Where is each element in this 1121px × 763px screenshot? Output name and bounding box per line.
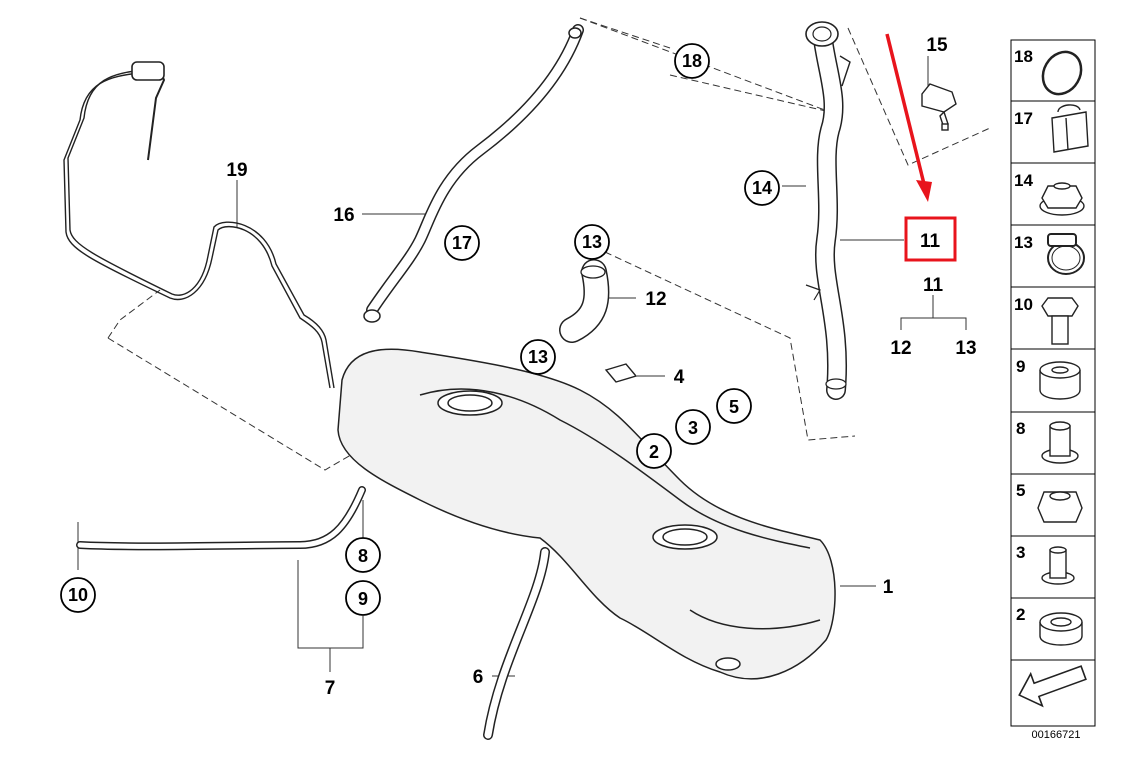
sidebar-label-8: 8 <box>1016 419 1025 438</box>
callout-13-lower-text: 13 <box>528 347 548 367</box>
sidebar-item-5[interactable]: 5 <box>1016 481 1083 523</box>
sidebar-label-14: 14 <box>1014 171 1033 190</box>
rubber-grommet-icon <box>1039 612 1083 646</box>
callout-13-upper[interactable]: 13 <box>574 224 610 260</box>
callout-18-text: 18 <box>682 51 702 71</box>
spacer-sleeve-icon <box>1041 421 1079 464</box>
tank-strap-part-2 <box>483 547 550 740</box>
hex-bolt-icon <box>1041 297 1079 345</box>
callout-10[interactable]: 10 <box>60 577 96 613</box>
callout-14[interactable]: 14 <box>744 170 780 206</box>
label-12-group[interactable]: 12 <box>890 338 911 359</box>
callout-5-text: 5 <box>729 397 739 417</box>
callout-8-text: 8 <box>358 546 368 566</box>
callout-17-text: 17 <box>452 233 472 253</box>
rubber-bushing-icon <box>1039 361 1081 400</box>
callout-13-lower[interactable]: 13 <box>520 339 556 375</box>
label-16[interactable]: 16 <box>333 205 354 226</box>
collar-nut-icon <box>1039 182 1085 216</box>
sidebar-label-3: 3 <box>1016 543 1025 562</box>
sidebar-item-18[interactable]: 18 <box>1014 45 1089 101</box>
parts-index-sidebar: 18 17 14 13 <box>1010 39 1096 727</box>
clip-icon <box>1051 104 1089 153</box>
sidebar-label-18: 18 <box>1014 47 1033 66</box>
label-13-group[interactable]: 13 <box>955 338 976 359</box>
sidebar-label-17: 17 <box>1014 109 1033 128</box>
red-arrow-icon <box>885 33 932 202</box>
callout-3-text: 3 <box>688 418 698 438</box>
sidebar-item-13[interactable]: 13 <box>1014 233 1085 275</box>
label-1[interactable]: 1 <box>883 577 894 598</box>
vent-line-part <box>63 61 335 389</box>
callout-5[interactable]: 5 <box>716 388 752 424</box>
label-11-group[interactable]: 11 <box>923 275 944 296</box>
pad-part <box>604 363 638 383</box>
navigate-arrow-icon[interactable] <box>1014 657 1090 712</box>
hose-clamp-icon <box>1047 233 1085 275</box>
filler-neck-part <box>805 21 851 400</box>
callout-14-text: 14 <box>752 178 772 198</box>
sidebar-item-9[interactable]: 9 <box>1016 357 1081 400</box>
callout-18[interactable]: 18 <box>674 43 710 79</box>
callout-8[interactable]: 8 <box>345 537 381 573</box>
sidebar-item-14[interactable]: 14 <box>1014 171 1085 216</box>
callout-10-text: 10 <box>68 585 88 605</box>
callout-9[interactable]: 9 <box>345 580 381 616</box>
callout-2[interactable]: 2 <box>636 433 672 469</box>
diagram-id-code: 00166721 <box>1032 729 1081 741</box>
highlight-box-11[interactable]: 11 <box>904 216 957 262</box>
label-15[interactable]: 15 <box>926 35 948 56</box>
tank-strap-part <box>76 486 366 551</box>
fuel-cap-part <box>921 83 957 131</box>
o-ring-icon <box>1041 50 1083 96</box>
callout-17[interactable]: 17 <box>444 225 480 261</box>
sidebar-item-10[interactable]: 10 <box>1014 295 1079 345</box>
plastic-nut-icon <box>1041 546 1075 585</box>
callout-13-upper-text: 13 <box>582 232 602 252</box>
callout-2-text: 2 <box>649 442 659 462</box>
sidebar-label-13: 13 <box>1014 233 1033 252</box>
hose-elbow-part <box>559 259 610 343</box>
sidebar-label-2: 2 <box>1016 605 1025 624</box>
label-12[interactable]: 12 <box>645 289 666 310</box>
hex-nut-icon <box>1037 491 1083 523</box>
label-4[interactable]: 4 <box>674 367 685 388</box>
sidebar-item-2[interactable]: 2 <box>1016 605 1083 646</box>
label-7[interactable]: 7 <box>325 678 336 699</box>
sidebar-item-8[interactable]: 8 <box>1016 419 1079 464</box>
sidebar-item-17[interactable]: 17 <box>1014 104 1089 153</box>
breather-hose-part <box>363 24 584 323</box>
sidebar-label-5: 5 <box>1016 481 1025 500</box>
callout-9-text: 9 <box>358 589 368 609</box>
sidebar-item-3[interactable]: 3 <box>1016 543 1075 585</box>
callout-3[interactable]: 3 <box>675 409 711 445</box>
sidebar-label-10: 10 <box>1014 295 1033 314</box>
label-11-highlighted: 11 <box>920 231 941 252</box>
fuel-tank-part <box>337 348 836 680</box>
sidebar-label-9: 9 <box>1016 357 1025 376</box>
label-19[interactable]: 19 <box>226 160 247 181</box>
label-6[interactable]: 6 <box>473 667 484 688</box>
